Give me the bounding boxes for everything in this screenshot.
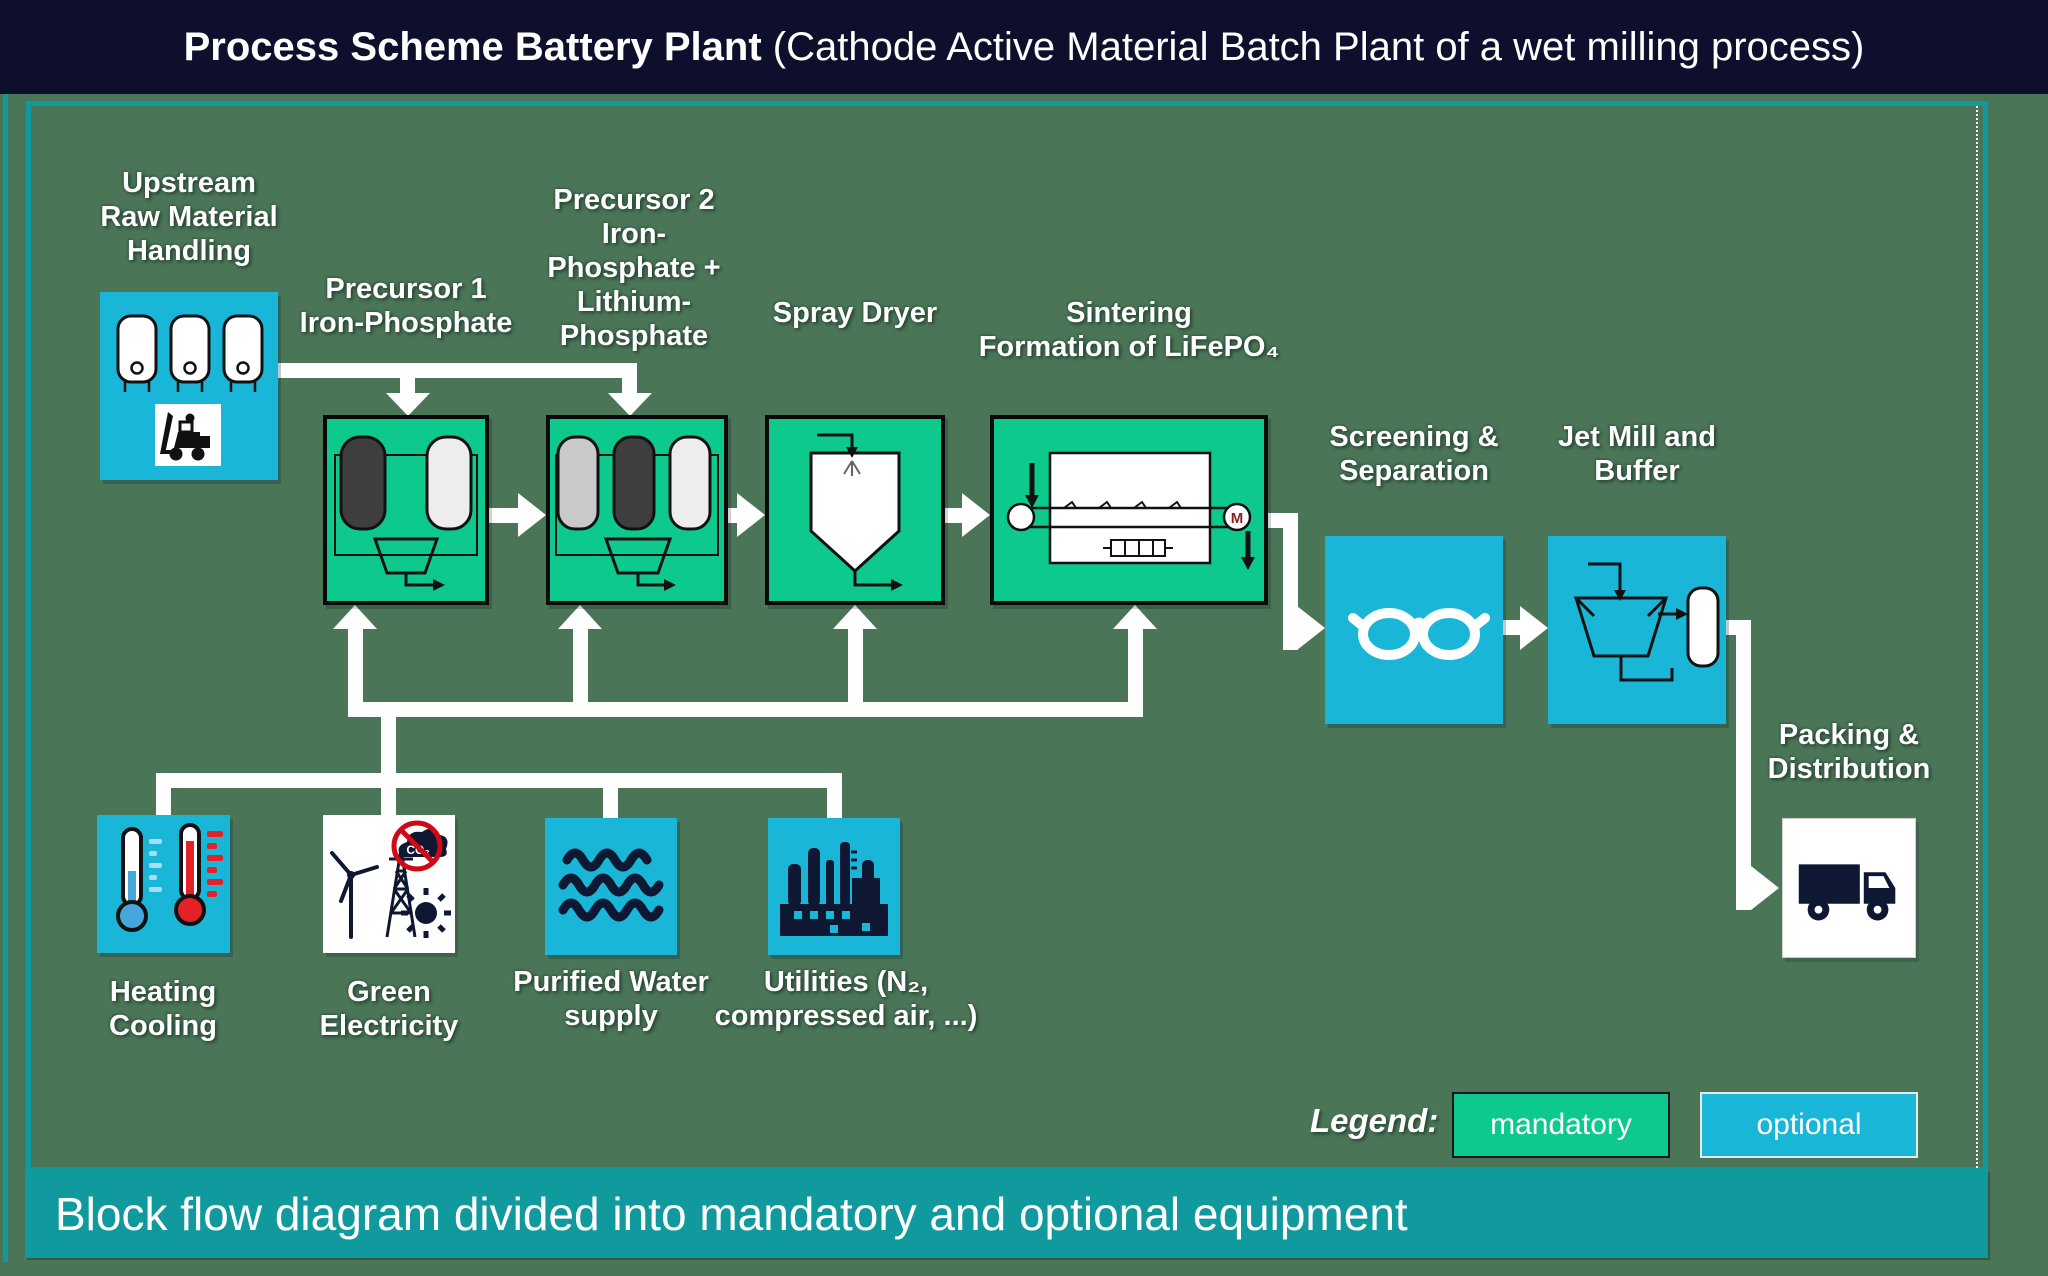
selection-dotted-line — [1976, 106, 1978, 1168]
three-tanks-mixer-icon — [555, 435, 719, 591]
label-upstream: Upstream Raw Material Handling — [100, 167, 278, 267]
storage-tanks-and-forklift-icon — [116, 314, 264, 466]
up-arrow-shaft-precursor1 — [348, 629, 363, 709]
spray-dryer-vessel-icon — [809, 433, 903, 591]
block-spray-dryer[interactable] — [765, 415, 945, 605]
connector-spray-sintering — [945, 508, 963, 523]
upper-utility-bus — [348, 702, 1143, 717]
left-edge-stripe — [3, 94, 8, 1262]
legend-mandatory-label: mandatory — [1490, 1108, 1632, 1141]
up-arrowhead-precursor1 — [333, 605, 377, 629]
label-sintering: Sintering Formation of LiFePO₄ — [978, 297, 1280, 363]
block-screening-separation[interactable] — [1325, 536, 1503, 724]
block-jet-mill-buffer[interactable] — [1548, 536, 1726, 724]
block-upstream-raw-material[interactable] — [100, 292, 278, 480]
belt-furnace-icon: M — [1006, 451, 1255, 570]
stub-heating — [156, 773, 171, 815]
legend-chip-optional[interactable]: optional — [1700, 1092, 1918, 1158]
water-waves-icon — [558, 848, 664, 922]
truck-icon — [1798, 864, 1896, 921]
arrowhead-spray-sintering — [962, 493, 990, 537]
caption-bar: Block flow diagram divided into mandator… — [25, 1170, 1988, 1258]
two-tanks-mixer-icon — [334, 435, 478, 591]
lower-utility-bus — [156, 773, 842, 788]
stub-water — [603, 775, 618, 818]
arrowhead-into-packing — [1751, 866, 1779, 910]
connector-screening-jetmill — [1503, 620, 1521, 635]
diagram-frame — [26, 101, 1988, 1172]
up-arrow-shaft-precursor2 — [573, 629, 588, 709]
caption-text: Block flow diagram divided into mandator… — [55, 1188, 1408, 1240]
label-utilities: Utilities (N₂, compressed air, ...) — [714, 966, 978, 1032]
page-title-paren: (Cathode Active Material Batch Plant of … — [761, 24, 1865, 69]
arrowhead-p1-p2 — [518, 493, 546, 537]
label-purified-water: Purified Water supply — [513, 966, 709, 1032]
up-arrow-shaft-spray — [848, 629, 863, 709]
block-utilities[interactable] — [768, 818, 900, 955]
label-screening: Screening & Separation — [1329, 421, 1499, 487]
title-bar: Process Scheme Battery Plant (Cathode Ac… — [0, 0, 2048, 94]
legend-title: Legend: — [1310, 1102, 1439, 1139]
connector-drop-precursor1 — [400, 371, 415, 395]
label-precursor1: Precursor 1 Iron-Phosphate — [299, 273, 513, 339]
block-green-electricity[interactable]: CO₂ — [323, 815, 455, 953]
legend-optional-label: optional — [1756, 1108, 1862, 1141]
arrowhead-p2-spray — [737, 493, 765, 537]
label-heating-cooling: Heating Cooling — [109, 976, 217, 1042]
thermometers-icon — [116, 823, 223, 932]
label-precursor2: Precursor 2 Iron- Phosphate + Lithium- P… — [547, 184, 721, 352]
up-arrowhead-spray — [833, 605, 877, 629]
connector-drop-precursor2 — [622, 363, 637, 395]
glasses-icon — [1348, 608, 1490, 660]
up-arrowhead-sintering — [1113, 605, 1157, 629]
label-packing: Packing & Distribution — [1767, 719, 1931, 785]
block-precursor-1[interactable] — [323, 415, 489, 605]
connector-sintering-out-v — [1283, 513, 1298, 650]
stub-utilities — [827, 773, 842, 818]
block-packing-distribution[interactable] — [1782, 818, 1916, 958]
block-precursor-2[interactable] — [546, 415, 728, 605]
connector-p1-p2 — [489, 508, 519, 523]
connector-jetmill-out-v — [1736, 620, 1751, 910]
up-arrow-shaft-sintering — [1128, 629, 1143, 717]
svg-text:M: M — [1231, 510, 1244, 527]
arrowhead-into-screening — [1297, 606, 1325, 650]
block-heating-cooling[interactable] — [97, 815, 230, 953]
drop-to-green-electricity — [381, 702, 396, 815]
block-sintering[interactable]: M — [990, 415, 1268, 605]
mill-and-buffer-tank-icon — [1573, 562, 1720, 682]
legend-chip-mandatory[interactable]: mandatory — [1452, 1092, 1670, 1158]
factory-icon — [780, 842, 888, 936]
label-green-electricity: Green Electricity — [319, 976, 459, 1042]
connector-upstream-bus — [278, 363, 637, 378]
label-jet-mill: Jet Mill and Buffer — [1558, 421, 1716, 487]
label-spray-dryer: Spray Dryer — [772, 297, 938, 329]
arrowhead-into-precursor1 — [386, 393, 430, 416]
arrowhead-into-jetmill — [1520, 606, 1548, 650]
up-arrowhead-precursor2 — [558, 605, 602, 629]
block-purified-water[interactable] — [545, 818, 677, 955]
page-title-bold: Process Scheme Battery Plant — [183, 24, 762, 69]
arrowhead-into-precursor2 — [608, 393, 652, 416]
wind-pylon-sun-no-co2-icon: CO₂ — [330, 820, 451, 939]
connector-p2-spray — [728, 508, 738, 523]
